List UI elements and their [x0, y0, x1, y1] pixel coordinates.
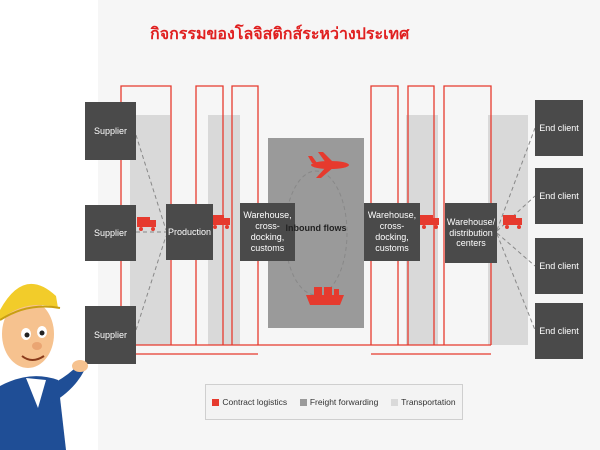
legend-item-freight: Freight forwarding	[300, 397, 379, 407]
legend-label: Transportation	[401, 397, 456, 407]
end-client-node: End client	[535, 100, 583, 156]
legend-item-transport: Transportation	[391, 397, 456, 407]
worker-mascot-icon	[0, 268, 90, 450]
supplier-node: Supplier	[85, 205, 136, 261]
production-node: Production	[166, 204, 213, 260]
red-swatch-icon	[212, 399, 219, 406]
legend-label: Freight forwarding	[310, 397, 379, 407]
inbound-flows-label: Inbound flows	[270, 223, 362, 233]
legend: Contract logistics Freight forwarding Tr…	[205, 384, 463, 420]
grey-swatch-icon	[300, 399, 307, 406]
end-client-node: End client	[535, 303, 583, 359]
transport-band-1	[130, 115, 170, 345]
supplier-node: Supplier	[85, 102, 136, 160]
legend-item-contract: Contract logistics	[212, 397, 287, 407]
end-client-node: End client	[535, 238, 583, 294]
legend-label: Contract logistics	[222, 397, 287, 407]
distribution-node: Warehouse/ distribution centers	[445, 203, 497, 263]
warehouse-right-node: Warehouse, cross-docking, customs	[364, 203, 420, 261]
end-client-node: End client	[535, 168, 583, 224]
light-swatch-icon	[391, 399, 398, 406]
supplier-node: Supplier	[85, 306, 136, 364]
